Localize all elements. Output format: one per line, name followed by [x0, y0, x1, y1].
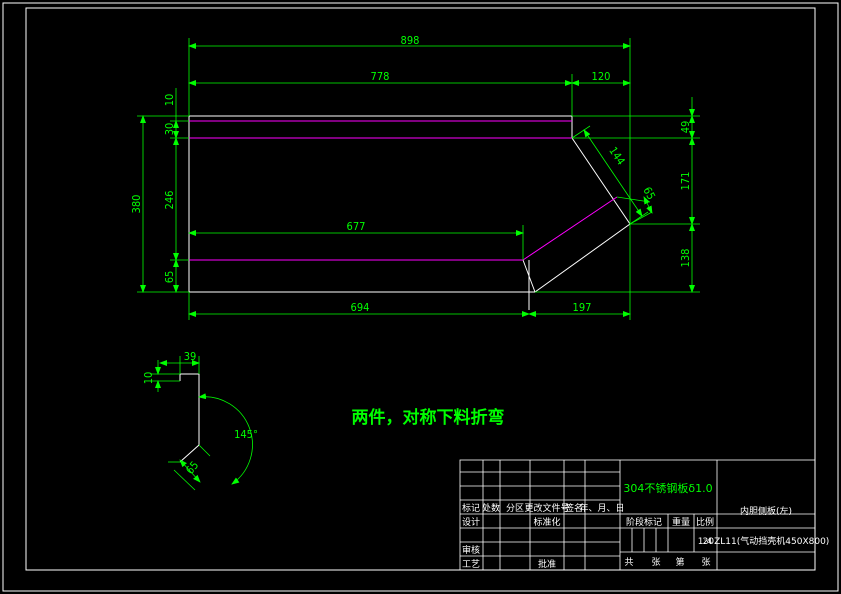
label-weight: 重量 — [672, 516, 690, 528]
label-sheets-unit-1: 张 — [651, 557, 660, 568]
label-design: 设计 — [462, 516, 480, 528]
dim-380: 380 — [130, 195, 143, 214]
dim-778: 778 — [371, 70, 390, 83]
label-review: 审核 — [462, 544, 480, 556]
label-standardize: 标准化 — [533, 516, 560, 528]
rev-header-date: 年、月、日 — [579, 502, 624, 514]
dim-171: 171 — [679, 172, 692, 191]
label-process: 工艺 — [462, 559, 480, 570]
dim-898: 898 — [401, 34, 420, 47]
rev-header-sign: 签名 — [565, 502, 583, 514]
part-name: 内胆侧板(左) — [740, 505, 792, 517]
rev-header-mark: 标记 — [462, 502, 480, 514]
material-spec: 304不锈钢板δ1.0 — [623, 481, 712, 495]
section-angle-145: 145° — [234, 428, 258, 441]
dim-30: 30 — [163, 123, 176, 136]
label-sheets-total: 共 — [624, 557, 633, 568]
title-block — [459, 459, 816, 571]
bend-section-view: 39 10 145° 65 — [142, 350, 258, 491]
dim-677: 677 — [347, 220, 366, 233]
section-dim-39: 39 — [184, 350, 197, 363]
dim-694: 694 — [351, 301, 370, 314]
dim-144: 144 — [606, 145, 627, 168]
dimensions — [137, 38, 700, 320]
bend-lines — [189, 120, 618, 261]
rev-header-zone: 分区 — [506, 503, 524, 514]
dim-10: 10 — [163, 94, 176, 107]
flat-pattern-outline — [188, 115, 631, 310]
label-sheet-no: 第 — [675, 556, 684, 568]
fabrication-note: 两件，对称下料折弯 — [352, 407, 505, 428]
section-dim-65: 65 — [183, 459, 201, 477]
section-dim-10: 10 — [142, 372, 155, 385]
drawing-number: 20ZL11(气动挡壳机450X800) — [703, 535, 830, 547]
label-scale: 比例 — [696, 516, 714, 528]
rev-header-docno: 更改文件号 — [524, 502, 569, 514]
dim-49: 49 — [679, 121, 692, 134]
dim-197: 197 — [573, 301, 592, 314]
label-approve: 批准 — [538, 558, 556, 570]
scale-value: 1:4 — [698, 537, 713, 547]
dim-246: 246 — [163, 191, 176, 210]
dim-120: 120 — [592, 70, 611, 83]
rev-header-count: 处数 — [482, 502, 500, 514]
label-sheets-unit-2: 张 — [701, 557, 710, 568]
dim-65-diag: 65 — [640, 185, 657, 202]
label-stage-mark: 阶段标记 — [626, 516, 662, 528]
inner-frame — [25, 7, 816, 571]
dim-65-left: 65 — [163, 271, 176, 284]
dim-138: 138 — [679, 249, 692, 268]
